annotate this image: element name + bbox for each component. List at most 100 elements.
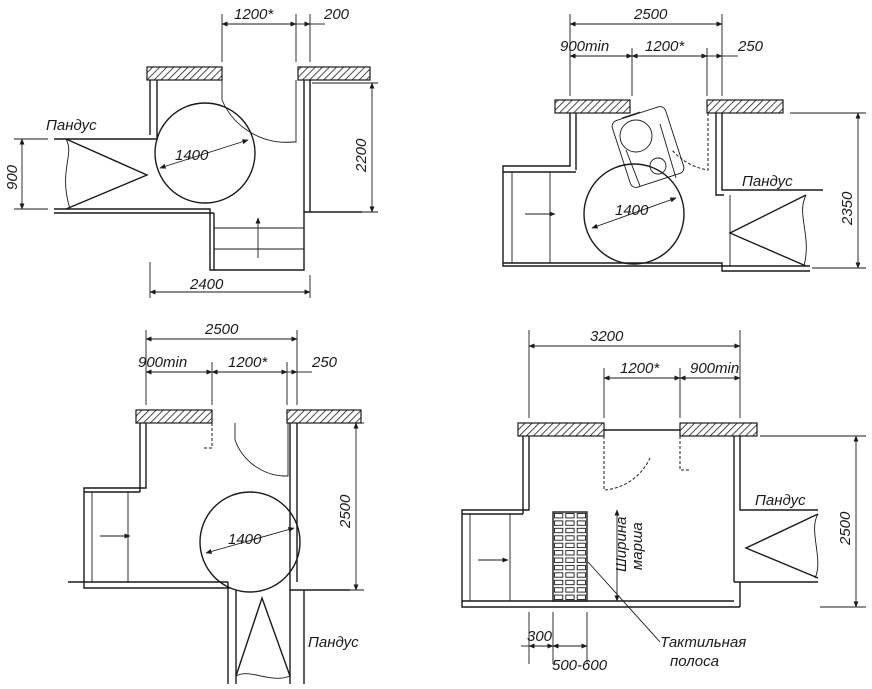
- plan-bottom-right: Ширина марша Пандус Тактильная полоса: [461, 328, 866, 674]
- wall-hatch-left: [146, 66, 223, 81]
- tactile-leader: [587, 561, 661, 643]
- dim-opening-label: 1200*: [620, 360, 660, 377]
- tactile-cell: [576, 550, 586, 556]
- plan-top-right: 1400 Пандус 2500 900mi: [502, 6, 866, 272]
- turning-circle: [154, 102, 256, 204]
- ramp: [65, 138, 149, 210]
- dim-right-label: 250: [737, 38, 764, 55]
- tactile-cell: [565, 564, 575, 571]
- tactile-cell: [565, 520, 575, 526]
- wall-hatch-right: [706, 99, 784, 114]
- tactile-cell: [576, 594, 586, 600]
- wall-hatch-left: [554, 99, 631, 114]
- stairs: [469, 514, 511, 601]
- tactile-cell: [565, 594, 575, 600]
- dimension-lines: [569, 14, 866, 269]
- tactile-strip: [552, 511, 588, 602]
- plan-bottom-left: 1400 Пандус 2500 900min 1200* 2: [68, 321, 364, 684]
- dim-total-label: 2500: [204, 321, 239, 338]
- march-width-label-2: марша: [629, 522, 646, 570]
- wall-hatch-left: [135, 409, 213, 424]
- tactile-cell: [576, 527, 586, 534]
- tactile-cell: [565, 557, 575, 563]
- tactile-cell: [576, 535, 586, 541]
- turning-circle: [199, 491, 301, 593]
- dim-height-label: 2500: [837, 511, 854, 546]
- dim-left-label: 900min: [138, 354, 187, 371]
- tactile-label-1: Тактильная: [660, 634, 746, 651]
- tactile-cell: [554, 535, 564, 541]
- dim-bottom-label: 2400: [189, 276, 224, 293]
- stairs: [511, 172, 556, 263]
- tactile-cell: [554, 550, 564, 556]
- tactile-cell: [565, 587, 575, 593]
- ramp-label: Пандус: [308, 634, 359, 651]
- tactile-cell: [576, 572, 586, 578]
- wall-hatch-right: [679, 422, 758, 437]
- dim-height-label: 2350: [839, 191, 856, 226]
- tactile-cell: [565, 550, 575, 556]
- wall-hatch-left: [517, 422, 605, 437]
- dim-opening-label: 1200*: [228, 354, 268, 371]
- tactile-cell: [554, 520, 564, 526]
- circle-diameter-line: [591, 197, 677, 229]
- plan-top-left: 1400 Пандус: [4, 6, 378, 298]
- tactile-cell: [576, 542, 586, 549]
- dim-offset-label: 300: [527, 628, 553, 645]
- room-outline: [502, 113, 823, 272]
- dim-height-label: 2200: [353, 138, 370, 173]
- tactile-cell: [576, 520, 586, 526]
- dimension-lines: [145, 330, 364, 591]
- march-width-label-1: Ширина: [613, 517, 630, 572]
- door-swing: [221, 80, 297, 143]
- tactile-cell: [565, 527, 575, 534]
- circle-diameter-line: [159, 139, 249, 169]
- dim-opening-label: 1200*: [645, 38, 685, 55]
- tactile-cell: [565, 513, 575, 519]
- room-outline: [54, 80, 362, 271]
- dim-ramp-width-label: 900: [4, 164, 21, 190]
- tactile-cell: [576, 557, 586, 563]
- tactile-cell: [554, 587, 564, 593]
- tactile-cell: [554, 594, 564, 600]
- circle-diameter-line: [205, 527, 295, 554]
- tactile-cell: [565, 572, 575, 578]
- stairs: [91, 492, 131, 582]
- wall-hatch-right: [286, 409, 362, 424]
- tactile-cell: [576, 579, 586, 586]
- dimension-lines: [521, 330, 866, 664]
- dim-left-label: 900min: [560, 38, 609, 55]
- turning-circle: [583, 163, 685, 265]
- circle-diameter-label: 1400: [175, 147, 209, 164]
- tactile-cell: [554, 513, 564, 519]
- door-swing-left: [202, 423, 213, 449]
- dim-right-label: 250: [311, 354, 338, 371]
- dim-opening-label: 1200*: [234, 6, 274, 23]
- stairs: [213, 213, 304, 270]
- ramp-label: Пандус: [46, 117, 97, 134]
- door-swing: [234, 423, 289, 477]
- dim-total-label: 3200: [590, 328, 624, 345]
- tactile-cell: [554, 579, 564, 586]
- dim-height-label: 2500: [337, 494, 354, 529]
- tactile-cell: [576, 587, 586, 593]
- tactile-cell: [565, 542, 575, 549]
- tactile-cell: [565, 535, 575, 541]
- tactile-cell: [576, 564, 586, 571]
- tactile-cell: [576, 513, 586, 519]
- tactile-cell: [554, 572, 564, 578]
- dim-strip-label: 500-600: [552, 657, 608, 674]
- ramp: [744, 513, 819, 579]
- door-swing-left: [603, 436, 651, 491]
- door-swing-right: [679, 436, 690, 471]
- tactile-cell: [554, 542, 564, 549]
- tactile-cell: [554, 527, 564, 534]
- tactile-cell: [554, 564, 564, 571]
- ramp-label: Пандус: [755, 492, 806, 509]
- ramp: [728, 194, 807, 267]
- tactile-cell: [554, 557, 564, 563]
- ramp-label: Пандус: [742, 173, 793, 190]
- circle-diameter-label: 1400: [615, 202, 649, 219]
- dimension-lines: [14, 14, 378, 298]
